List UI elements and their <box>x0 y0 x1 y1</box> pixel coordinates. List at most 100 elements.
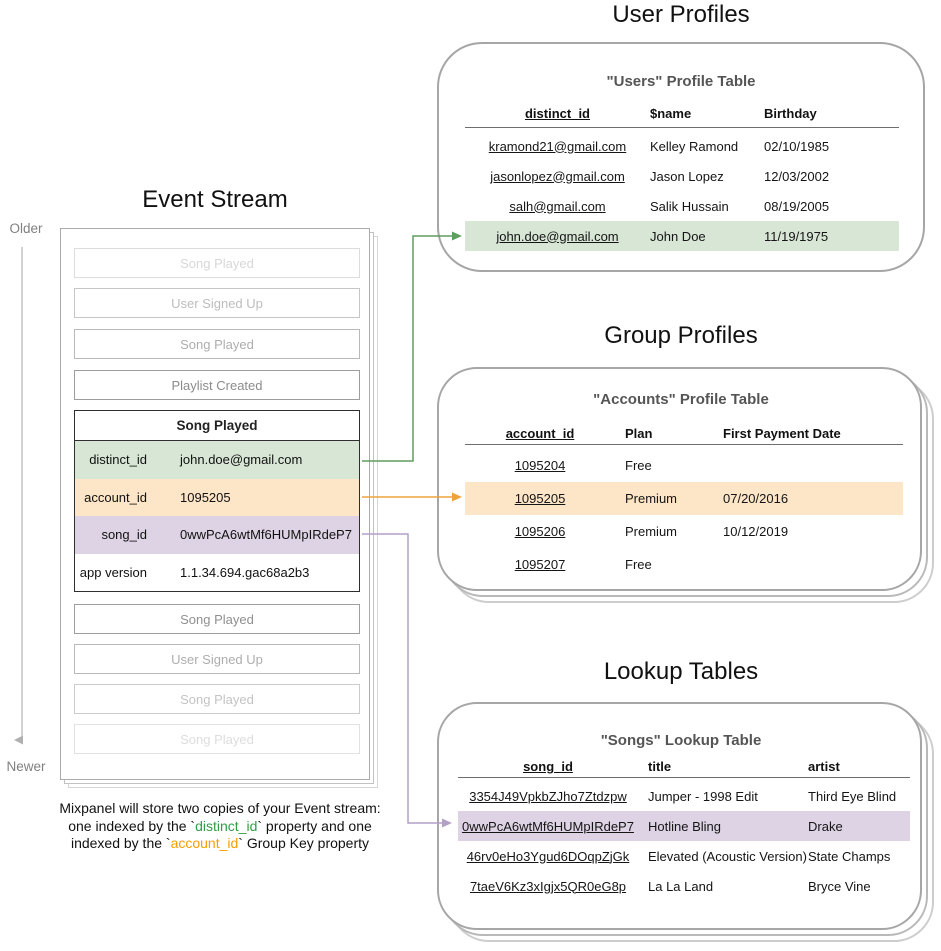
user-profiles-title: User Profiles <box>612 1 750 28</box>
caption-line-3: indexed by the `account_id` Group Key pr… <box>20 835 420 853</box>
caption-account-id-keyword: account_id <box>170 835 239 851</box>
account-id-cell: 1095207 <box>514 557 566 572</box>
first-payment-cell: 10/12/2019 <box>723 524 789 539</box>
plan-cell: Premium <box>625 524 678 539</box>
group-profiles-title: Group Profiles <box>604 322 758 349</box>
table-row: 3354J49VpkbZJho7Ztdzpw Jumper - 1998 Edi… <box>458 781 910 811</box>
expanded-event-card: distinct_id john.doe@gmail.com account_i… <box>74 441 360 592</box>
distinct-id-cell: john.doe@gmail.com <box>496 228 619 244</box>
caption-distinct-id-keyword: distinct_id <box>195 817 258 834</box>
property-row-app-version: app version 1.1.34.694.gac68a2b3 <box>75 554 359 592</box>
event-item: Song Played <box>74 604 360 634</box>
property-row-distinct-id: distinct_id john.doe@gmail.com <box>75 441 359 479</box>
column-header-distinct-id: distinct_id <box>524 106 590 121</box>
birthday-cell: 02/10/1985 <box>764 138 830 154</box>
event-item-label: Song Played <box>180 731 254 747</box>
caption-text: Mixpanel will store two copies of your E… <box>59 800 381 816</box>
artist-cell: Drake <box>808 818 843 834</box>
users-table-header: distinct_id $name Birthday <box>465 106 899 121</box>
account-id-cell: 1095206 <box>514 524 566 539</box>
table-row: 1095204 Free <box>465 449 903 482</box>
property-value: 0wwPcA6wtMf6HUMpIRdeP7 <box>180 527 352 543</box>
expanded-event-name: Song Played <box>176 418 258 433</box>
event-item-label: Song Played <box>180 691 254 707</box>
column-header-song-id: song_id <box>523 759 573 774</box>
event-item-label: Song Played <box>180 611 254 627</box>
artist-cell: Bryce Vine <box>808 878 871 894</box>
song-title-cell: Hotline Bling <box>648 818 721 834</box>
artist-cell: State Champs <box>808 848 891 864</box>
column-header-name: $name <box>650 106 692 121</box>
plan-cell: Free <box>625 557 652 572</box>
songs-table-rows: 3354J49VpkbZJho7Ztdzpw Jumper - 1998 Edi… <box>458 781 910 901</box>
table-row-highlighted: john.doe@gmail.com John Doe 11/19/1975 <box>465 221 899 251</box>
property-key: app version <box>79 564 147 580</box>
expanded-event-header: Song Played <box>74 410 360 441</box>
event-item-label: User Signed Up <box>171 295 263 311</box>
event-item: Song Played <box>74 248 360 278</box>
account-id-cell: 1095204 <box>514 458 566 473</box>
accounts-table-rows: 1095204 Free 1095205 Premium 07/20/2016 … <box>465 449 903 581</box>
name-cell: Salik Hussain <box>650 198 729 214</box>
caption-line-1: Mixpanel will store two copies of your E… <box>20 800 420 818</box>
column-header-artist: artist <box>808 759 840 774</box>
artist-cell: Third Eye Blind <box>808 788 897 804</box>
account-id-cell: 1095205 <box>514 491 566 506</box>
table-row-highlighted: 0wwPcA6wtMf6HUMpIRdeP7 Hotline Bling Dra… <box>458 811 910 841</box>
birthday-cell: 08/19/2005 <box>764 198 830 214</box>
name-cell: John Doe <box>650 228 706 244</box>
accounts-table-header: account_id Plan First Payment Date <box>465 426 903 441</box>
song-title-cell: Jumper - 1998 Edit <box>648 788 758 804</box>
column-header-first-payment-date: First Payment Date <box>723 426 841 441</box>
birthday-cell: 12/03/2002 <box>764 168 830 184</box>
table-row: jasonlopez@gmail.com Jason Lopez 12/03/2… <box>465 161 899 191</box>
column-header-plan: Plan <box>625 426 653 441</box>
caption-line-2: one indexed by the `distinct_id` propert… <box>20 818 420 836</box>
distinct-id-cell: jasonlopez@gmail.com <box>490 168 625 184</box>
table-row: 1095206 Premium 10/12/2019 <box>465 515 903 548</box>
distinct-id-cell: kramond21@gmail.com <box>488 138 627 154</box>
table-row: salh@gmail.com Salik Hussain 08/19/2005 <box>465 191 899 221</box>
lookup-tables-title: Lookup Tables <box>603 658 759 685</box>
songs-header-divider <box>458 777 910 778</box>
song-title-cell: Elevated (Acoustic Version) <box>648 848 807 864</box>
plan-cell: Free <box>625 458 652 473</box>
caption-text: ` Group Key property <box>238 835 370 851</box>
accounts-profile-box <box>437 367 922 591</box>
song-id-cell: 46rv0eHo3Ygud6DOqpZjGk <box>466 848 630 864</box>
event-item-label: Playlist Created <box>171 377 263 393</box>
caption-text: ` property and one <box>257 817 372 834</box>
event-item: Song Played <box>74 329 360 359</box>
column-header-birthday: Birthday <box>764 106 817 121</box>
table-row: 46rv0eHo3Ygud6DOqpZjGk Elevated (Acousti… <box>458 841 910 871</box>
users-table-subtitle: "Users" Profile Table <box>606 73 756 90</box>
caption-text: indexed by the ` <box>70 835 171 851</box>
property-key: song_id <box>101 527 147 543</box>
event-item-label: Song Played <box>180 336 254 352</box>
property-row-account-id: account_id 1095205 <box>75 478 359 516</box>
table-row-highlighted: 1095205 Premium 07/20/2016 <box>465 482 903 515</box>
property-value: 1.1.34.694.gac68a2b3 <box>180 564 310 580</box>
event-item: User Signed Up <box>74 288 360 318</box>
property-row-song-id: song_id 0wwPcA6wtMf6HUMpIRdeP7 <box>75 516 359 554</box>
caption: Mixpanel will store two copies of your E… <box>20 800 420 853</box>
newer-label: Newer <box>6 759 46 774</box>
property-key: distinct_id <box>89 452 147 468</box>
name-cell: Jason Lopez <box>650 168 724 184</box>
property-value: john.doe@gmail.com <box>180 452 303 468</box>
table-row: kramond21@gmail.com Kelley Ramond 02/10/… <box>465 131 899 161</box>
property-value: 1095205 <box>180 489 231 505</box>
column-header-title: title <box>648 759 672 774</box>
plan-cell: Premium <box>625 491 678 506</box>
users-header-divider <box>465 127 899 128</box>
event-item: Song Played <box>74 684 360 714</box>
caption-text: one indexed by the ` <box>68 817 196 834</box>
table-row: 7taeV6Kz3xIgjx5QR0eG8p La La Land Bryce … <box>458 871 910 901</box>
name-cell: Kelley Ramond <box>650 138 739 154</box>
event-item: User Signed Up <box>74 644 360 674</box>
event-item-label: Song Played <box>180 255 254 271</box>
event-item: Song Played <box>74 724 360 754</box>
event-item: Playlist Created <box>74 370 360 400</box>
event-stream-title: Event Stream <box>142 186 288 213</box>
song-id-cell: 7taeV6Kz3xIgjx5QR0eG8p <box>469 878 627 894</box>
